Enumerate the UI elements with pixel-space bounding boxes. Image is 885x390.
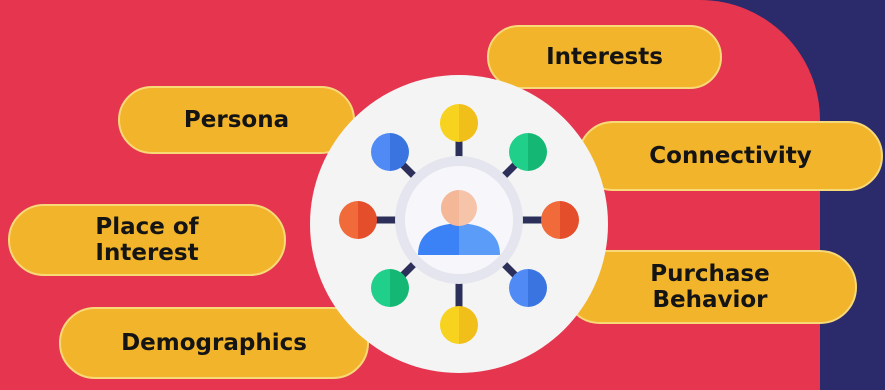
pill-persona-label: Persona [183, 107, 290, 133]
pill-purchase-behavior: Purchase Behavior [563, 250, 857, 324]
node-top [440, 104, 478, 142]
pill-purchase-behavior-line2: Behavior [652, 287, 768, 313]
node-left [339, 201, 377, 239]
person-icon [418, 190, 500, 255]
pill-interests: Interests [487, 25, 722, 89]
pill-place-of-interest-line1: Place of [95, 214, 199, 240]
pill-demographics-label: Demographics [121, 330, 307, 356]
pill-demographics: Demographics [59, 307, 369, 379]
node-bottom [440, 306, 478, 344]
pill-interests-label: Interests [546, 44, 663, 70]
pill-place-of-interest: Place of Interest [8, 204, 286, 276]
pill-connectivity-label: Connectivity [649, 143, 812, 169]
user-network-icon [339, 104, 579, 344]
pill-connectivity: Connectivity [578, 121, 883, 191]
node-bottom-right [509, 269, 547, 307]
node-top-left [371, 133, 409, 171]
pill-place-of-interest-line2: Interest [95, 240, 199, 266]
pill-purchase-behavior-line1: Purchase [650, 261, 770, 287]
node-top-right [509, 133, 547, 171]
node-bottom-left [371, 269, 409, 307]
node-right [541, 201, 579, 239]
